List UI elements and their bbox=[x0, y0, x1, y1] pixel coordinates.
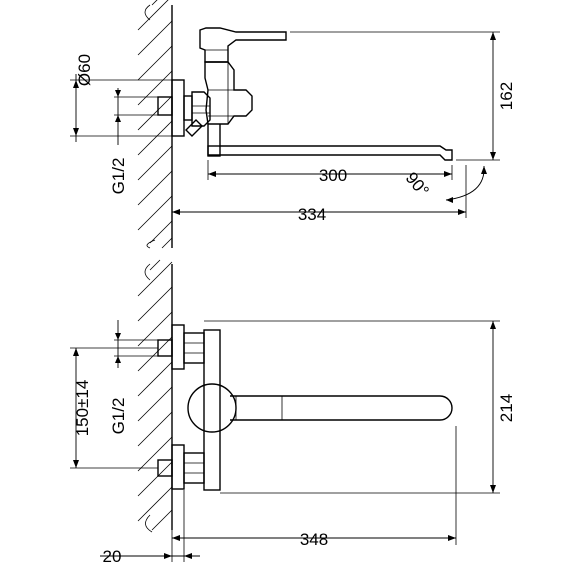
wall-flange bbox=[171, 79, 185, 137]
dim-centers-150: 150±14 bbox=[70, 347, 158, 469]
dim-thread-front: G1/2 bbox=[109, 320, 158, 434]
dim-diameter-60: Ø60 bbox=[70, 54, 178, 142]
spout-front bbox=[230, 395, 453, 421]
inlet-pipe bbox=[157, 96, 173, 116]
thread-label-front: G1/2 bbox=[109, 398, 128, 435]
wall-section-top bbox=[137, 0, 173, 249]
dim-total-334: 334 bbox=[172, 165, 467, 224]
lever-disk bbox=[187, 383, 237, 433]
total-length-label-front: 348 bbox=[300, 530, 328, 549]
dim-height-162: 162 bbox=[290, 31, 516, 161]
diameter-label: Ø60 bbox=[75, 54, 94, 86]
spout bbox=[207, 124, 453, 161]
spout-length-label: 300 bbox=[319, 166, 347, 185]
lever-handle bbox=[199, 27, 287, 63]
upper-flange bbox=[171, 324, 185, 370]
dim-thread-top: G1/2 bbox=[109, 88, 158, 194]
angle-label: 90° bbox=[402, 169, 433, 201]
hex-nut bbox=[191, 91, 211, 127]
front-view: 150±14 G1/2 214 348 bbox=[70, 259, 516, 566]
mixer-body bbox=[204, 61, 253, 125]
wall-offset-label: 20 bbox=[103, 547, 122, 566]
height-label-top: 162 bbox=[497, 82, 516, 110]
lower-nut bbox=[183, 452, 205, 484]
top-view: Ø60 G1/2 300 162 bbox=[70, 0, 516, 249]
upper-nut bbox=[183, 332, 205, 364]
wall-section-front bbox=[137, 259, 173, 533]
lower-flange bbox=[171, 444, 185, 490]
dim-height-214: 214 bbox=[204, 320, 516, 494]
dim-total-348: 348 bbox=[172, 426, 457, 549]
mixer-body-front bbox=[203, 329, 221, 491]
faucet-top-view bbox=[157, 27, 453, 161]
thread-label-top: G1/2 bbox=[109, 158, 128, 195]
centers-label: 150±14 bbox=[73, 380, 92, 437]
height-label-front: 214 bbox=[497, 394, 516, 422]
dim-wall-offset-20: 20 bbox=[100, 490, 200, 566]
total-length-label-top: 334 bbox=[298, 205, 326, 224]
faucet-front-view bbox=[157, 324, 453, 491]
dim-spout-300: 300 bbox=[207, 160, 453, 185]
